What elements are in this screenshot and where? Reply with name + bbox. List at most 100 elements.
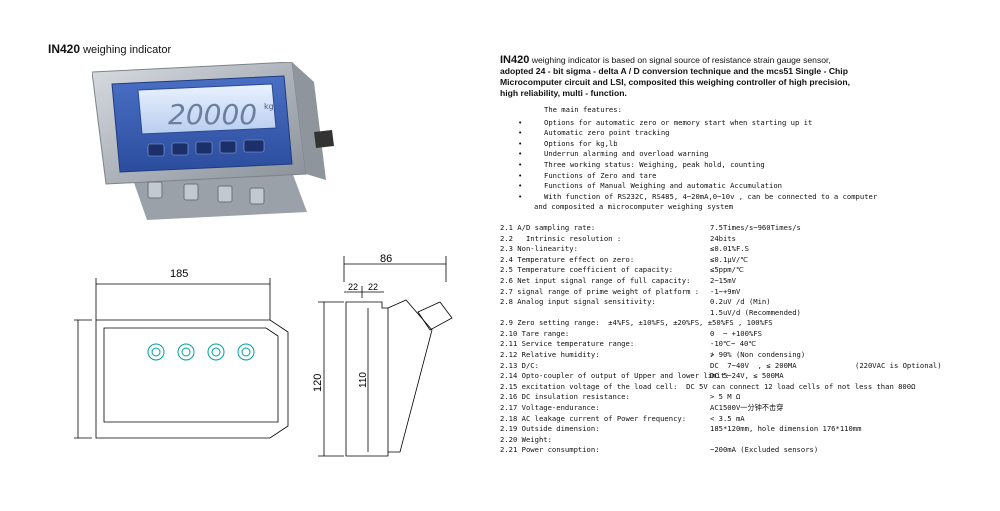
spec-row: 2.20 Weight: bbox=[500, 435, 995, 446]
spec-row: 1.5uV/d (Recommended) bbox=[500, 308, 995, 319]
spec-label: 2.8 Analog input signal sensitivity: bbox=[500, 297, 656, 307]
spec-value: DC 5~24V, ≤ 500MA bbox=[710, 371, 784, 381]
spec-label: 2.7 signal range of prime weight of plat… bbox=[500, 286, 700, 296]
spec-row: 2.9 Zero setting range: ±4%FS, ±10%FS, ±… bbox=[500, 318, 995, 329]
offset-dimension-2: 22 bbox=[368, 282, 378, 292]
spec-value: 1.5uV/d (Recommended) bbox=[710, 307, 801, 317]
spec-row: 2.18 AC leakage current of Power frequen… bbox=[500, 414, 995, 425]
spec-row: 2.19 Outside dimension: 185*120mm, hole d… bbox=[500, 424, 995, 435]
spec-label: 2.11 Service temperature range: bbox=[500, 339, 635, 349]
spec-row: 2.13 D/C: DC 7~40V , ≤ 200MA (220VAC is Op… bbox=[500, 361, 995, 372]
cable-connectors bbox=[147, 181, 265, 205]
front-view-drawing: 185 120 bbox=[70, 268, 289, 439]
spec-value: < 3.5 mA bbox=[710, 413, 745, 423]
spec-value: 24bits bbox=[710, 233, 736, 243]
spec-row: 2.3 Non-linearity:≤0.01%F.S bbox=[500, 244, 995, 255]
inner-height-dimension: 110 bbox=[358, 372, 369, 388]
spec-row: 2.15 excitation voltage of the load cell… bbox=[500, 382, 995, 393]
spec-value: ~200mA (Excluded sensors) bbox=[710, 445, 819, 455]
feature-item: •Functions of Zero and tare bbox=[518, 170, 657, 180]
feature-item: •Automatic zero point tracking bbox=[518, 128, 670, 138]
spec-label: 2.20 Weight: bbox=[500, 434, 552, 444]
feature-item: •Options for kg,lb bbox=[518, 138, 618, 148]
spec-value: (220VAC is Optional) bbox=[855, 360, 942, 370]
side-view-drawing: 86 22 22 120 110 bbox=[312, 253, 453, 457]
spec-label: 2.18 AC leakage current of Power frequen… bbox=[500, 413, 687, 423]
spec-value: DC 7~40V , ≤ 200MA bbox=[710, 360, 797, 370]
lcd-display bbox=[137, 83, 277, 135]
spec-row: 2.11 Service temperature range: -10℃~ 40℃ bbox=[500, 339, 995, 350]
connector-holes bbox=[147, 343, 255, 361]
product-title: IN420 weighing indicator bbox=[48, 42, 171, 56]
spec-row: 2.7 signal range of prime weight of plat… bbox=[500, 287, 995, 298]
spec-label: 2.9 Zero setting range: ±4%FS, ±10%FS, ±… bbox=[500, 318, 773, 328]
intro-model: IN420 bbox=[500, 54, 530, 66]
key-4 bbox=[219, 140, 237, 154]
side-height-dimension: 120 bbox=[312, 374, 324, 392]
spec-row: 2.2 Intrinsic resolution : 24bits bbox=[500, 234, 995, 245]
intro-line-2: adopted 24 - bit sigma - delta A / D con… bbox=[500, 66, 848, 76]
display-value: 20000 bbox=[168, 98, 257, 131]
feature-item: •Functions of Manual Weighing and automa… bbox=[518, 181, 782, 191]
spec-value: ≤0.1μV/℃ bbox=[710, 254, 749, 264]
spec-row: 2.6 Net input signal range of full capac… bbox=[500, 276, 995, 287]
feature-item: •Options for automatic zero or memory st… bbox=[518, 117, 813, 127]
spec-value: -10℃~ 40℃ bbox=[710, 339, 757, 349]
spec-value: ≤0.01%F.S bbox=[710, 244, 749, 254]
spec-row: 2.1 A/D sampling rate: 7.5Times/s~960Time… bbox=[500, 223, 995, 234]
spec-label: 2.19 Outside dimension: bbox=[500, 424, 600, 434]
spec-row: 2.4 Temperature effect on zero: ≤0.1μV/℃ bbox=[500, 255, 995, 266]
intro-line-1: weighing indicator is based on signal so… bbox=[529, 55, 831, 65]
spec-label: 2.4 Temperature effect on zero: bbox=[500, 254, 635, 264]
spec-label: 2.13 D/C: bbox=[500, 360, 539, 370]
spec-value: -1~+9mV bbox=[710, 286, 741, 296]
spec-value: 0.2uV /d (Min) bbox=[710, 297, 771, 307]
feature-item: •Three working status: Weighing, peak ho… bbox=[518, 159, 765, 169]
spec-row: 2.17 Voltage-endurance: AC1500V一分钟不击穿 bbox=[500, 403, 995, 414]
feature-continuation: and composited a microcomputer weighing … bbox=[534, 202, 734, 212]
product-subtitle: weighing indicator bbox=[80, 44, 172, 56]
spec-value: 185*120mm, hole dimension 176*110mm bbox=[710, 424, 862, 434]
spec-table: 2.1 A/D sampling rate: 7.5Times/s~960Time… bbox=[500, 223, 995, 456]
intro-line-3: Microcomputer circuit and LSI, composite… bbox=[500, 77, 850, 87]
spec-row: 2.14 Opto-coupler of output of Upper and… bbox=[500, 371, 995, 382]
spec-label: 2.2 Intrinsic resolution : bbox=[500, 233, 622, 243]
model-name: IN420 bbox=[48, 42, 81, 56]
height-dimension: 120 bbox=[70, 372, 72, 390]
features-list: •Options for automatic zero or memory st… bbox=[500, 118, 995, 213]
spec-label: 2.12 Relative humidity: bbox=[500, 350, 600, 360]
spec-row: 2.21 Power consumption: ~200mA (Excluded … bbox=[500, 445, 995, 456]
key-1 bbox=[147, 143, 165, 157]
spec-label: 2.1 A/D sampling rate: bbox=[500, 222, 596, 232]
spec-row: 2.10 Tare range: 0 ~ +100%FS bbox=[500, 329, 995, 340]
spec-label: 2.15 excitation voltage of the load cell… bbox=[500, 381, 916, 391]
spec-row: 2.5 Temperature coefficient of capacity:… bbox=[500, 265, 995, 276]
spec-row: 2.8 Analog input signal sensitivity: 0.2u… bbox=[500, 297, 995, 308]
spec-label: 2.21 Power consumption: bbox=[500, 445, 600, 455]
display-unit: kg bbox=[264, 102, 274, 111]
spec-label: 2.10 Tare range: bbox=[500, 328, 570, 338]
specification-sheet: IN420 weighing indicator is based on sig… bbox=[500, 55, 995, 456]
indicator-photo: 20000 kg bbox=[92, 62, 334, 220]
mounting-knob bbox=[314, 130, 334, 148]
features-heading: The main features: bbox=[544, 105, 622, 114]
depth-dimension: 86 bbox=[380, 253, 392, 265]
keypad bbox=[147, 139, 265, 157]
spec-value: 2~15mV bbox=[710, 275, 736, 285]
spec-value: ≤5ppm/℃ bbox=[710, 265, 745, 275]
spec-row: 2.12 Relative humidity:≯ 90% (Non conden… bbox=[500, 350, 995, 361]
spec-label: 2.14 Opto-coupler of output of Upper and… bbox=[500, 371, 730, 381]
key-5 bbox=[243, 139, 265, 153]
width-dimension: 185 bbox=[170, 268, 188, 280]
key-3 bbox=[195, 141, 213, 155]
spec-label: 2.6 Net input signal range of full capac… bbox=[500, 275, 691, 285]
spec-row: 2.16 DC insulation resistance:> 5 M Ω bbox=[500, 392, 995, 403]
spec-value: 7.5Times/s~960Times/s bbox=[710, 222, 801, 232]
spec-value: 0 ~ +100%FS bbox=[710, 328, 762, 338]
spec-value: AC1500V一分钟不击穿 bbox=[710, 403, 784, 413]
offset-dimension-1: 22 bbox=[348, 282, 358, 292]
spec-label: 2.17 Voltage-endurance: bbox=[500, 403, 600, 413]
spec-label: 2.16 DC insulation resistance: bbox=[500, 392, 630, 402]
feature-item: •With function of RS232C, RS485, 4~20mA,… bbox=[518, 191, 878, 201]
key-2 bbox=[171, 142, 189, 156]
